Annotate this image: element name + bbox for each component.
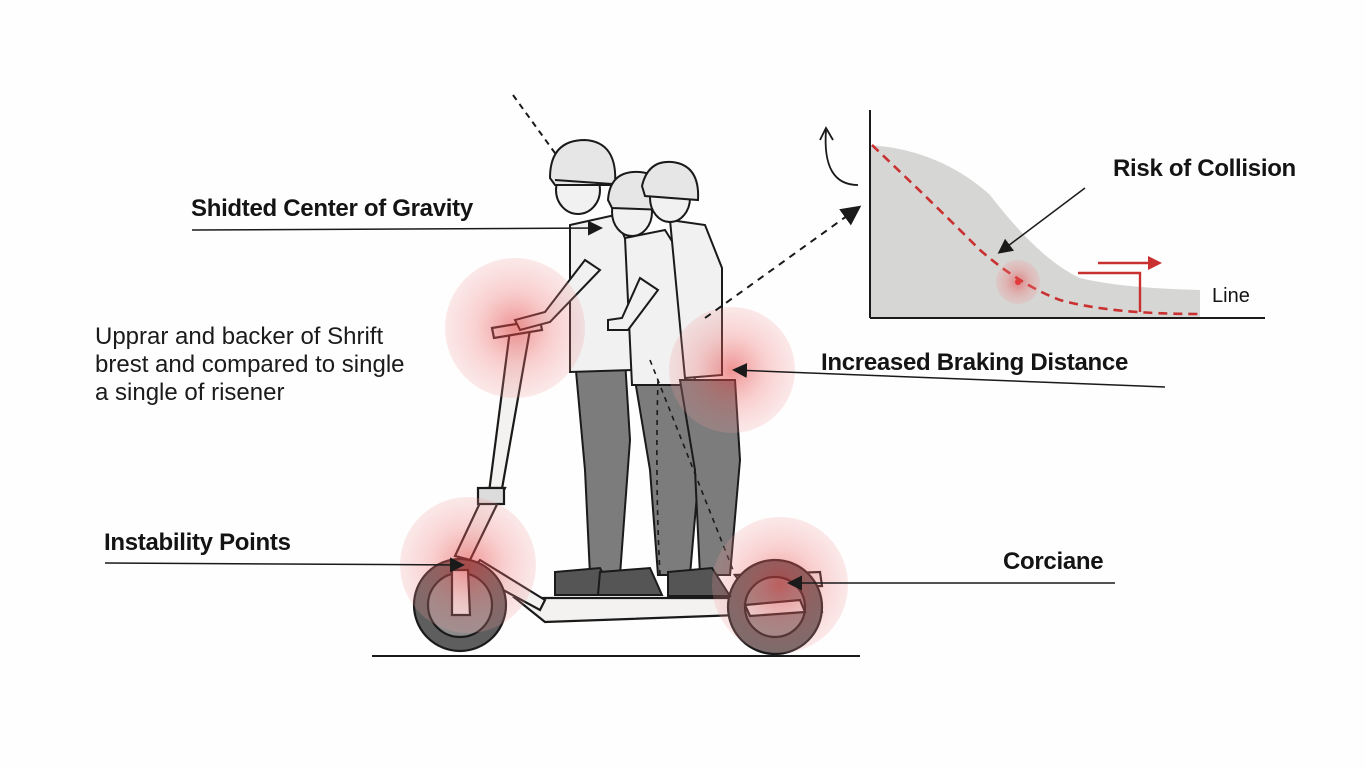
leader-braking (732, 362, 1166, 388)
note-text: Upprar and backer of Shrift brest and co… (95, 323, 405, 407)
dashed-arrow-to-chart (704, 205, 862, 319)
label-center-of-gravity: Shidted Center of Gravity (191, 195, 473, 222)
label-instability-points: Instability Points (104, 529, 291, 556)
gravity-axis-line (512, 94, 561, 161)
label-increased-braking: Increased Braking Distance (821, 349, 1129, 376)
highlight-handlebar (445, 258, 585, 398)
note-line-2: brest and compared to single (95, 351, 405, 378)
highlight-front-wheel (400, 497, 536, 633)
note-line-3: a single of risener (95, 379, 285, 406)
highlight-hip (669, 307, 795, 433)
label-risk-of-collision: Risk of Collision (1113, 155, 1296, 182)
label-line: Line (1212, 285, 1250, 307)
label-corciane: Corciane (1003, 548, 1104, 575)
leader-center-gravity (191, 220, 603, 236)
note-line-1: Upprar and backer of Shrift (95, 323, 384, 350)
curved-arrow-icon (824, 129, 859, 186)
rider-front (513, 138, 634, 596)
risk-chart (819, 110, 1265, 319)
right-arrow-icon (1078, 271, 1142, 312)
highlight-rear-wheel (712, 517, 848, 653)
leader-instability (104, 557, 465, 573)
